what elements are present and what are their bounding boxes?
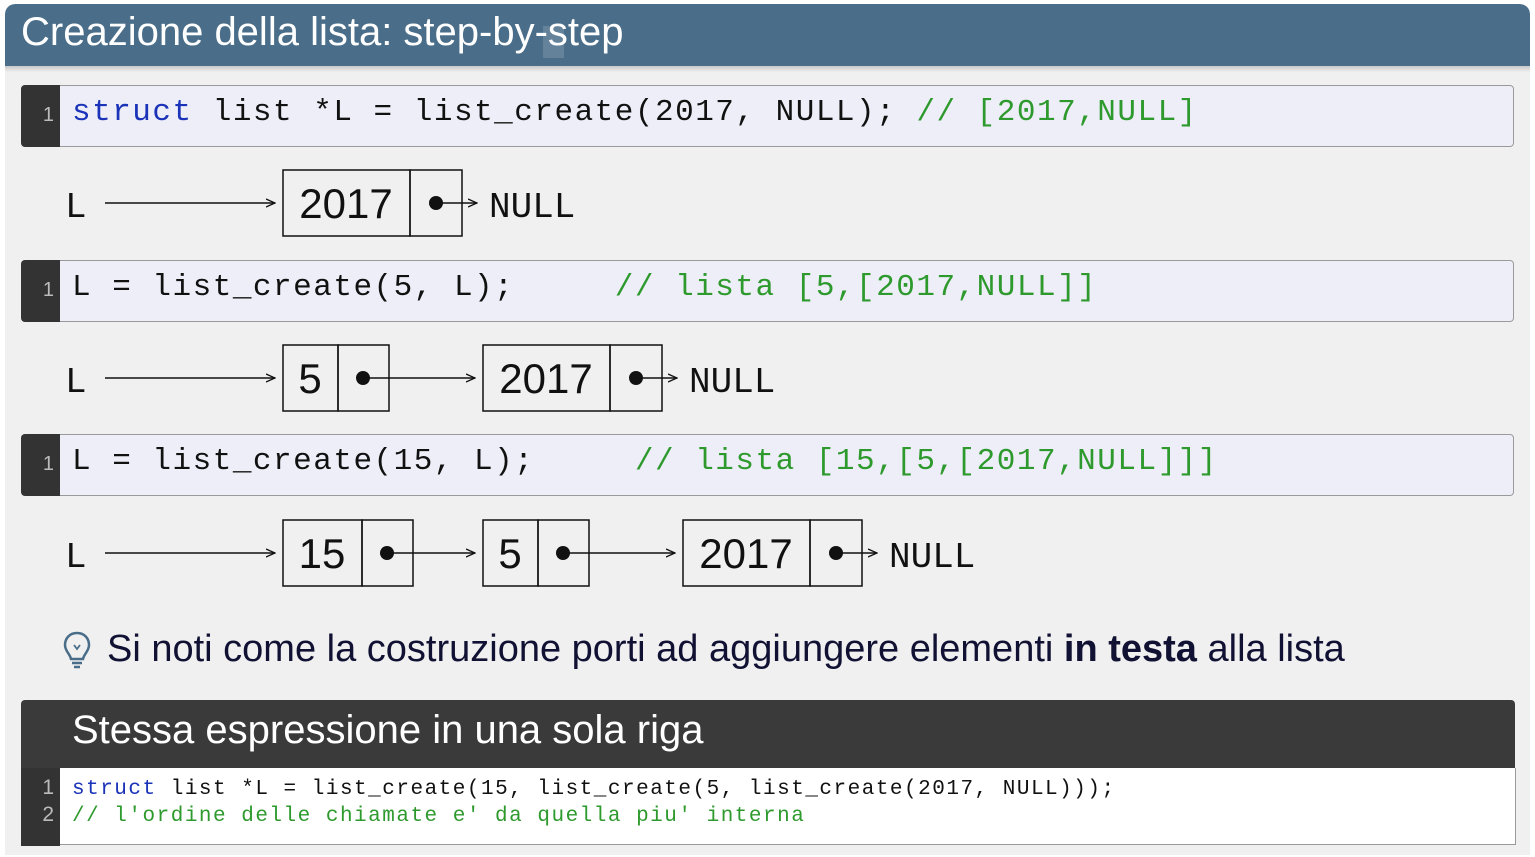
slide-title: Creazione della lista: step-by-step [21, 10, 624, 54]
node-value: 2017 [699, 530, 792, 577]
code-text: list *L = list_create(2017, NULL); [192, 95, 917, 130]
code-block-step-1: 1 struct list *L = list_create(2017, NUL… [21, 85, 1515, 147]
line-number-gutter: 1 [21, 434, 60, 496]
line-number: 1 [42, 279, 54, 301]
node-value: 15 [299, 530, 346, 577]
lightbulb-icon [63, 631, 91, 669]
code-text: list *L = list_create(15, list_create(5,… [156, 778, 1116, 801]
text-cursor [543, 26, 564, 58]
node-value: 5 [298, 355, 321, 402]
code-line: struct list *L = list_create(15, list_cr… [72, 778, 1116, 801]
tip-text: Si noti come la costruzione porti ad agg… [107, 628, 1345, 671]
example-header: Stessa espressione in una sola riga [21, 700, 1515, 768]
node-value: 2017 [299, 180, 392, 227]
code-comment: // lista [15,[5,[2017,NULL]]] [634, 444, 1218, 479]
code-body: struct list *L = list_create(2017, NULL)… [60, 85, 1514, 147]
code-comment: // l'ordine delle chiamate e' da quella … [72, 805, 806, 828]
list-diagram-step-1: L 2017 NULL [5, 168, 1530, 238]
list-diagram-step-3: L 15 5 2017 NULL [5, 518, 1530, 588]
line-number: 1 [42, 776, 54, 799]
tip-text-bold: in testa [1063, 628, 1197, 670]
code-keyword: struct [72, 95, 193, 130]
example-block: Stessa espressione in una sola riga 1 2 … [21, 700, 1516, 846]
line-number: 2 [42, 803, 54, 826]
null-terminator: NULL [489, 187, 575, 228]
code-text: L = list_create(15, L); [72, 444, 635, 479]
tip-note: Si noti come la costruzione porti ad agg… [63, 624, 1503, 674]
slide: Creazione della lista: step-by-step 1 st… [5, 4, 1530, 855]
code-line: L = list_create(5, L); // lista [5,[2017… [72, 270, 1097, 305]
node-value: 5 [498, 530, 521, 577]
pointer-label: L [65, 187, 87, 228]
code-body: L = list_create(5, L); // lista [5,[2017… [60, 260, 1514, 322]
code-comment: // lista [5,[2017,NULL]] [614, 270, 1098, 305]
code-line: L = list_create(15, L); // lista [15,[5,… [72, 444, 1218, 479]
code-body: L = list_create(15, L); // lista [15,[5,… [60, 434, 1514, 496]
null-terminator: NULL [889, 537, 975, 578]
code-block-step-3: 1 L = list_create(15, L); // lista [15,[… [21, 434, 1515, 496]
line-number-gutter: 1 [21, 260, 60, 322]
null-terminator: NULL [689, 362, 775, 403]
code-comment: // [2017,NULL] [916, 95, 1198, 130]
title-shadow [5, 66, 1530, 72]
line-number-gutter: 1 2 [21, 768, 60, 846]
node-value: 2017 [499, 355, 592, 402]
pointer-label: L [65, 537, 87, 578]
line-number: 1 [42, 104, 54, 126]
example-title: Stessa espressione in una sola riga [72, 708, 704, 752]
list-diagram-step-2: L 5 2017 NULL [5, 343, 1530, 413]
pointer-label: L [65, 362, 87, 403]
code-line: // l'ordine delle chiamate e' da quella … [72, 805, 805, 828]
code-block-step-2: 1 L = list_create(5, L); // lista [5,[20… [21, 260, 1515, 322]
code-keyword: struct [72, 778, 157, 801]
line-number-gutter: 1 [21, 85, 60, 147]
tip-text-after: alla lista [1196, 628, 1345, 670]
title-bar: Creazione della lista: step-by-step [5, 4, 1530, 66]
code-body: struct list *L = list_create(15, list_cr… [60, 768, 1516, 845]
line-number: 1 [42, 453, 54, 475]
code-text: L = list_create(5, L); [72, 270, 615, 305]
tip-text-before: Si noti come la costruzione porti ad agg… [107, 628, 1064, 670]
code-line: struct list *L = list_create(2017, NULL)… [72, 95, 1198, 130]
